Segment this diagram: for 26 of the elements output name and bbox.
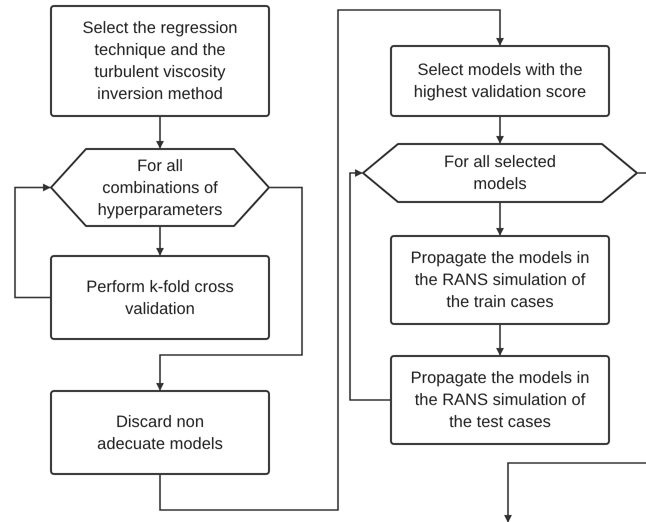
loop-hexagon — [50, 148, 270, 227]
step-text: Select models with the highest validation score — [412, 60, 588, 103]
arrow — [504, 172, 646, 522]
step-text: Propagate the models in the RANS simulation of the train cases — [410, 248, 590, 313]
process-box — [390, 45, 610, 117]
arrow — [156, 186, 303, 391]
step-text: For all selected models — [443, 152, 557, 195]
arrow — [159, 9, 504, 511]
step-text: For all combinations of hyperparameters — [96, 156, 224, 220]
arrow — [349, 169, 390, 401]
process-box — [390, 235, 610, 325]
arrow — [496, 117, 504, 144]
arrow — [496, 325, 504, 356]
arrow — [14, 184, 51, 298]
process-box — [50, 390, 270, 475]
arrow — [496, 203, 504, 236]
process-box — [390, 355, 610, 445]
step-text: Discard non adecuate models — [96, 412, 224, 454]
step-text: Propagate the models in the RANS simulation of the test cases — [410, 368, 590, 433]
process-box — [50, 5, 270, 117]
arrow — [156, 227, 164, 256]
process-box — [50, 255, 270, 340]
loop-hexagon — [362, 143, 638, 203]
step-text: Perform k-fold cross validation — [85, 276, 235, 320]
step-text: Select the regression technique and the turbulent viscosity inversion method — [81, 18, 238, 105]
arrow — [156, 117, 164, 149]
